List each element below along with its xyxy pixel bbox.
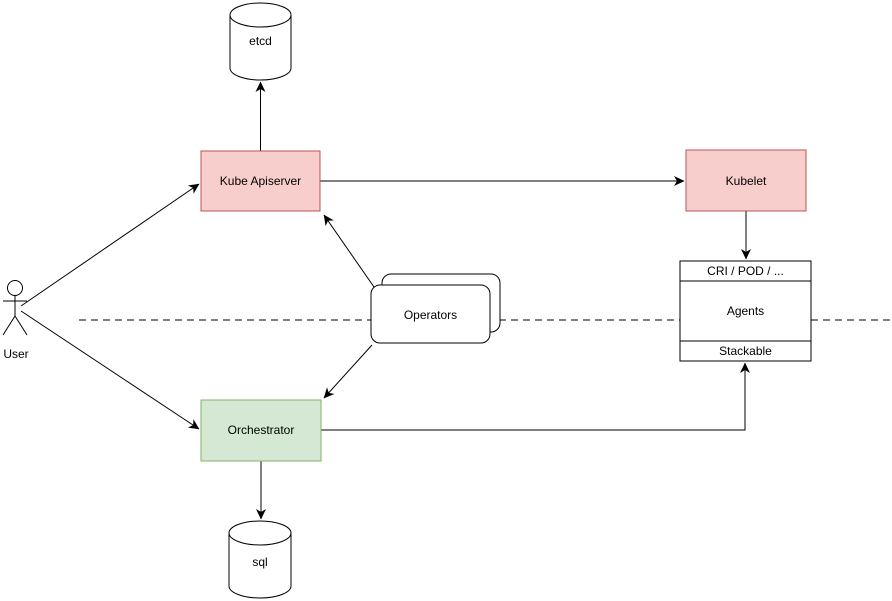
kubelet-label: Kubelet (726, 174, 767, 188)
etcd-cylinder (229, 2, 292, 81)
orchestrator-node: Orchestrator (200, 399, 322, 462)
edge-user-to-apiserver (20, 183, 200, 307)
agents-stack-body-label: Agents (727, 304, 764, 318)
sql-cylinder-rim (228, 532, 292, 546)
user-actor-head (7, 280, 23, 296)
edge-operators-to-apiserver (323, 214, 375, 288)
etcd-label: etcd (249, 34, 272, 48)
agents-stack-node: CRI / POD / ... Agents Stackable (679, 260, 812, 362)
kube-apiserver-label: Kube Apiserver (220, 174, 301, 188)
orchestrator-label: Orchestrator (228, 423, 295, 437)
edge-user-to-orchestrator (20, 310, 200, 430)
kube-apiserver-node: Kube Apiserver (200, 150, 321, 212)
etcd-cylinder-rim (229, 14, 292, 28)
etcd-node: etcd (229, 2, 292, 81)
agents-stack-box (679, 260, 812, 362)
operators-label: Operators (404, 308, 457, 322)
user-label: User (3, 347, 28, 361)
kube-apiserver-box (200, 150, 321, 212)
orchestrator-box (200, 399, 322, 462)
kubelet-box (685, 149, 807, 212)
user-actor-right-leg (14, 315, 28, 336)
operators-front-card (370, 284, 491, 344)
sql-node: sql (228, 520, 292, 599)
user-actor-left-leg (2, 315, 16, 336)
kubelet-node: Kubelet (685, 149, 807, 212)
sql-cylinder (228, 520, 292, 599)
agents-stack-footer-label: Stackable (719, 344, 772, 358)
edge-operators-to-orchestrator (323, 344, 373, 399)
user-actor: User (2, 280, 29, 361)
agents-stack-header-label: CRI / POD / ... (707, 264, 784, 278)
operators-node: Operators (370, 273, 501, 344)
sql-label: sql (252, 555, 267, 569)
edge-orchestrator-to-stackable (321, 362, 750, 431)
